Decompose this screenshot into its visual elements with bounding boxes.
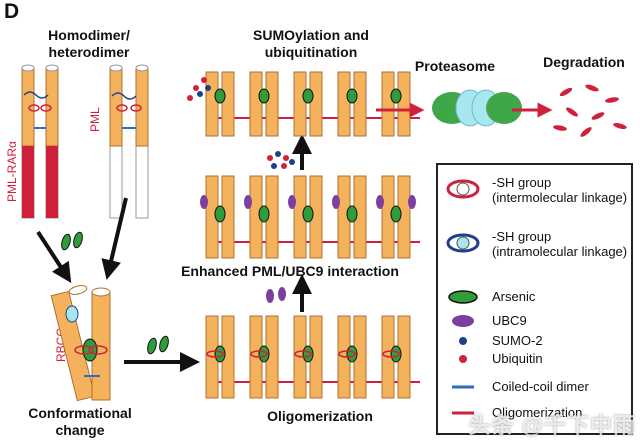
oligomer-row-top [187,71,420,137]
ubc9-icon [266,289,274,303]
oligomer-row-middle [200,175,420,259]
legend-label: UBC9 [492,313,527,328]
sh-intra-icon [446,233,480,253]
enhanced-interaction-label: Enhanced PML/UBC9 interaction [181,263,399,279]
ubiquitin-icon [459,355,467,363]
sumoylation-label: SUMOylation and ubiquitination [253,27,369,60]
sh-inter-icon [446,179,480,199]
proteasome-icon [432,89,522,127]
legend-label: Ubiquitin [492,351,543,366]
arsenic-icon [147,337,157,355]
panel-letter: D [4,0,20,23]
homodimer-label: Homodimer/ heterodimer [48,27,130,60]
arrow-dimer-to-conformation-right [101,197,128,280]
oligomerization-line-icon [452,411,474,415]
legend-label: SUMO-2 [492,333,543,348]
arsenic-icon [448,290,478,304]
legend-label: Arsenic [492,289,536,304]
degradation-label: Degradation [543,54,625,70]
sumo2-icon [459,337,467,345]
pml-rara-dimer [21,64,59,219]
arsenic-icon [61,233,71,251]
legend: -SH group (intermolecular linkage) -SH g… [436,163,633,435]
arsenic-icon [159,335,169,353]
proteasome-label: Proteasome [414,58,496,74]
legend-label: Oligomerization [492,405,583,420]
pml-dimer [109,64,149,219]
conformational-change-label: Conformational change [28,405,132,438]
coiled-coil-icon [452,385,474,389]
watermark: 头条 @千下中雨 [468,413,636,438]
sumo-ubiquitin-cluster [267,151,295,169]
conformational-dimer [50,285,111,402]
arrow-dimer-to-conformation-left [36,230,72,284]
legend-label: -SH group (intramolecular linkage) [492,229,628,259]
arsenic-icon [73,231,83,249]
legend-label: Coiled-coil dimer [492,379,589,394]
oligomer-row-bottom [205,315,420,399]
ubc9-icon [278,287,286,301]
ubc9-icon [452,315,474,327]
legend-label: -SH group (intermolecular linkage) [492,175,628,205]
oligomerization-label: Oligomerization [267,408,373,424]
degradation-fragments [553,84,627,137]
